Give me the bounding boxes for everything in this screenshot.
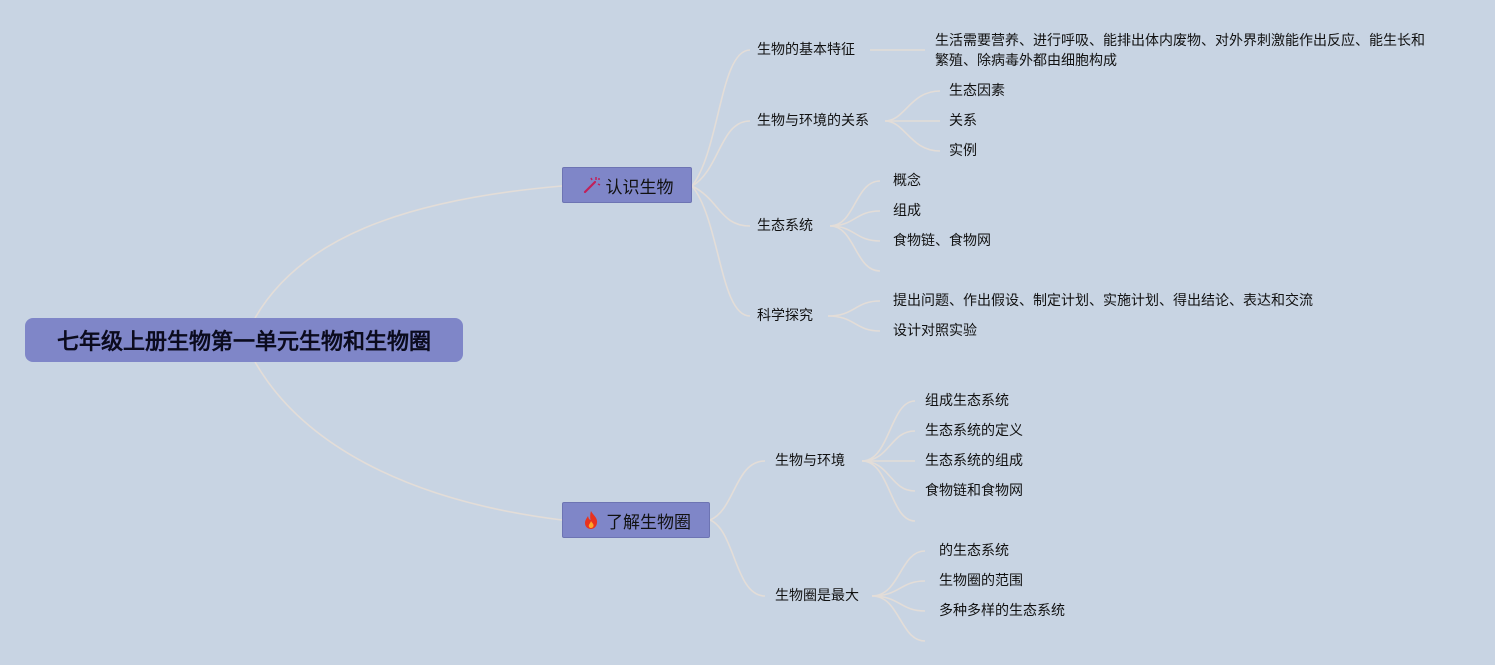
- subtopic-1-3[interactable]: 生态系统: [757, 218, 813, 234]
- leaf-examples[interactable]: 实例: [949, 143, 977, 159]
- leaf-biosphere-range[interactable]: 生物圈的范围: [939, 573, 1023, 589]
- subtopic-2-1[interactable]: 生物与环境: [775, 453, 845, 469]
- leaf-relationship[interactable]: 关系: [949, 113, 977, 129]
- leaf-inquiry-steps[interactable]: 提出问题、作出假设、制定计划、实施计划、得出结论、表达和交流: [893, 293, 1313, 309]
- root-node[interactable]: 七年级上册生物第一单元生物和生物圈: [25, 318, 463, 362]
- magic-wand-icon: [581, 175, 601, 195]
- leaf-concept[interactable]: 概念: [893, 173, 921, 189]
- leaf-diverse-ecosystems[interactable]: 多种多样的生态系统: [939, 603, 1065, 619]
- topic-node-2[interactable]: 了解生物圈: [562, 502, 710, 538]
- topic-label-1: 认识生物: [605, 177, 674, 198]
- topic-label-2: 了解生物圈: [606, 512, 691, 533]
- subtopic-1-4[interactable]: 科学探究: [757, 308, 813, 324]
- leaf-food-chain[interactable]: 食物链、食物网: [893, 233, 991, 249]
- leaf-food-chain-web[interactable]: 食物链和食物网: [925, 483, 1023, 499]
- leaf-largest-ecosystem[interactable]: 的生态系统: [939, 543, 1009, 559]
- leaf-controlled-experiment[interactable]: 设计对照实验: [893, 323, 977, 339]
- leaf-basic-features[interactable]: 生活需要营养、进行呼吸、能排出体内废物、对外界刺激能作出反应、能生长和繁殖、除病…: [935, 33, 1425, 69]
- fire-icon: [581, 510, 601, 530]
- subtopic-1-2[interactable]: 生物与环境的关系: [757, 113, 869, 129]
- leaf-form-ecosystem[interactable]: 组成生态系统: [925, 393, 1009, 409]
- leaf-ecological-factors[interactable]: 生态因素: [949, 83, 1005, 99]
- leaf-composition[interactable]: 组成: [893, 203, 921, 219]
- subtopic-1-1[interactable]: 生物的基本特征: [757, 42, 855, 58]
- subtopic-2-2[interactable]: 生物圈是最大: [775, 588, 859, 604]
- root-title: 七年级上册生物第一单元生物和生物圈: [56, 330, 431, 355]
- leaf-ecosystem-definition[interactable]: 生态系统的定义: [925, 423, 1023, 439]
- leaf-ecosystem-composition[interactable]: 生态系统的组成: [925, 453, 1023, 469]
- topic-node-1[interactable]: 认识生物: [562, 167, 692, 203]
